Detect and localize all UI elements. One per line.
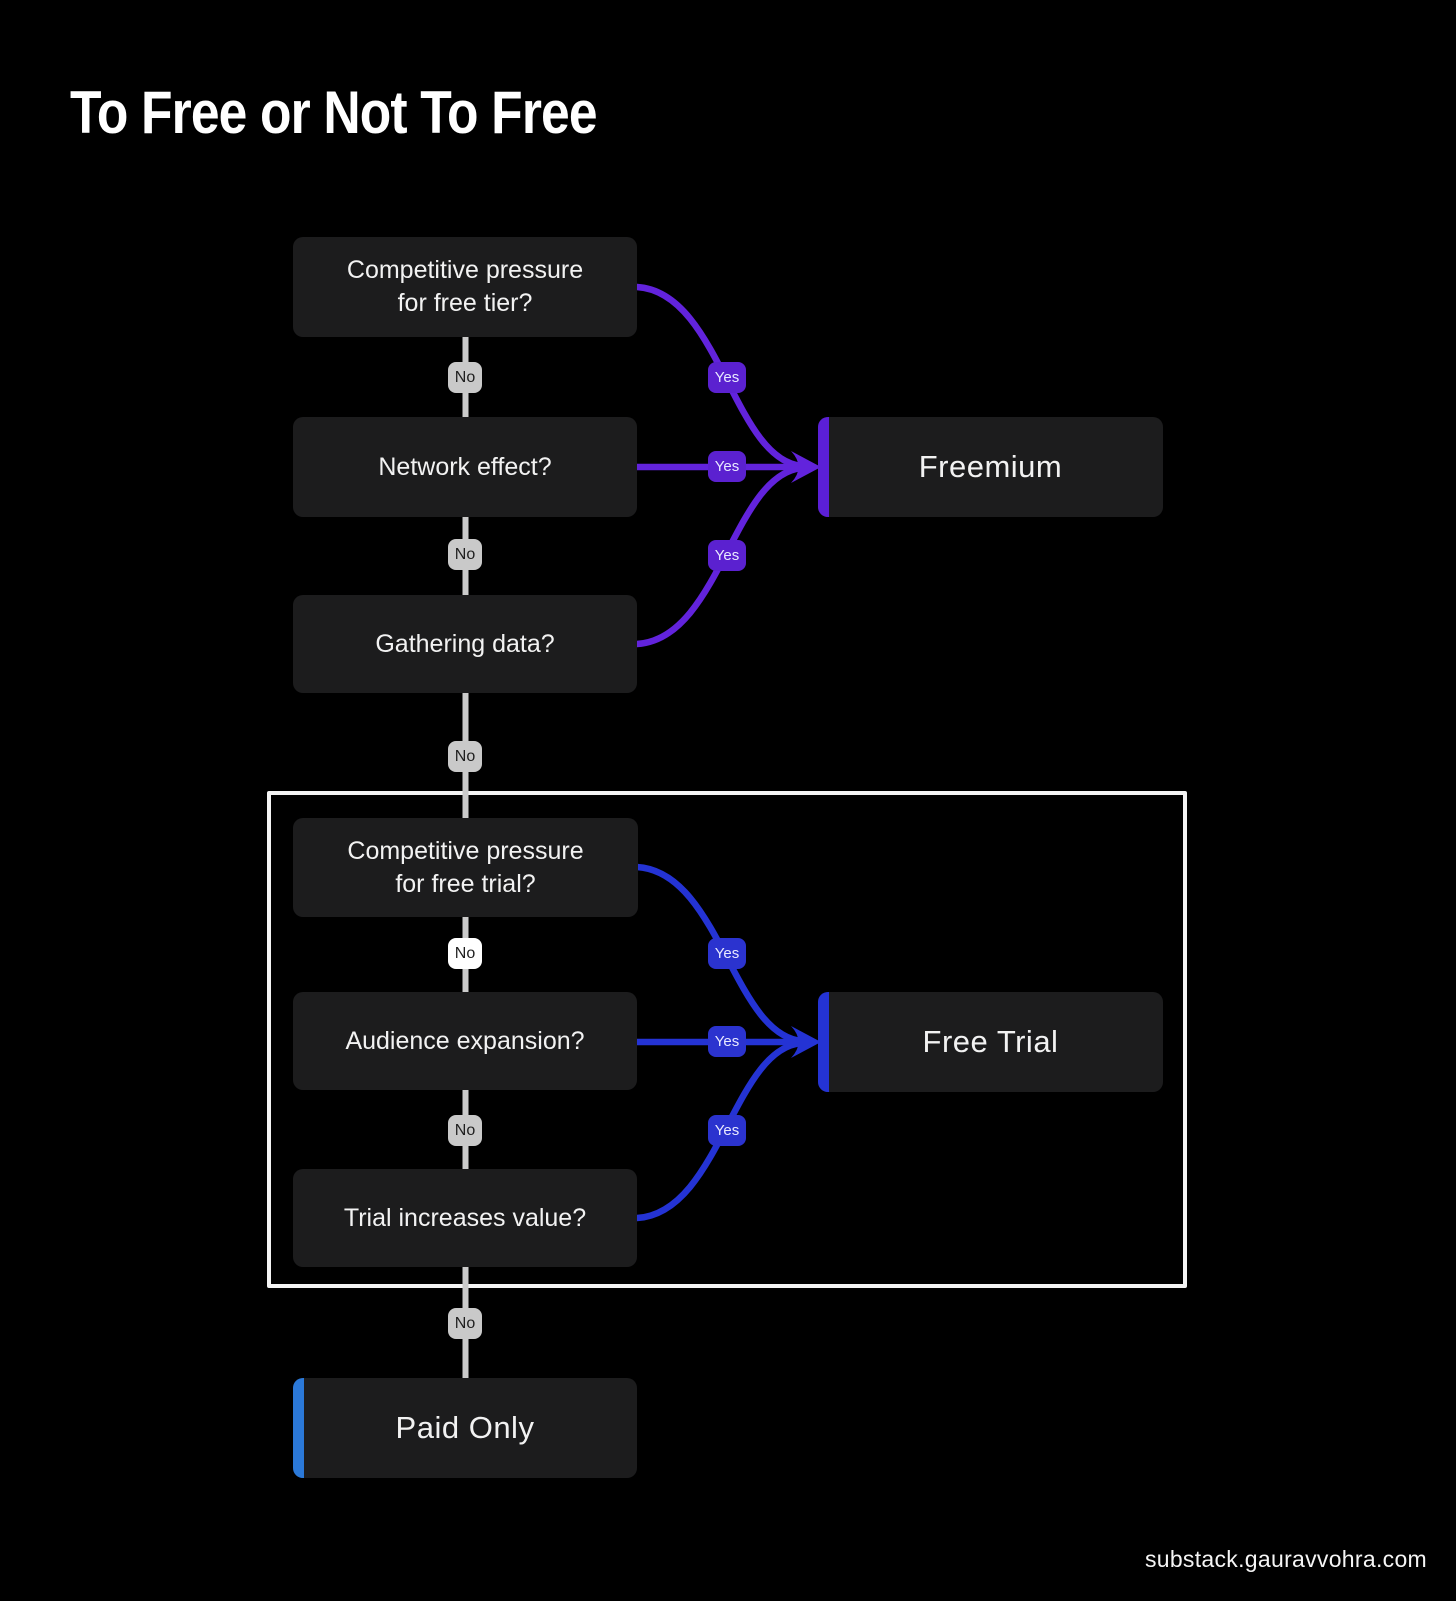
badge-label: No bbox=[454, 1314, 476, 1332]
free-trial-group-frame bbox=[267, 791, 1187, 1288]
node-label: Trial increases value? bbox=[343, 1203, 587, 1232]
badge-yes-trial-pressure: Yes bbox=[708, 938, 746, 969]
badge-no-6: No bbox=[448, 1308, 482, 1339]
badge-label: Yes bbox=[714, 1122, 740, 1139]
badge-label: Yes bbox=[714, 1033, 740, 1050]
node-question-network-effect: Network effect? bbox=[293, 417, 637, 517]
badge-no-4: No bbox=[448, 938, 482, 969]
node-label: Competitive pressure for free trial? bbox=[347, 836, 584, 898]
node-label: Freemium bbox=[918, 449, 1063, 484]
badge-no-5: No bbox=[448, 1115, 482, 1146]
free-trial-accent-bar bbox=[818, 992, 829, 1092]
node-question-free-tier: Competitive pressure for free tier? bbox=[293, 237, 637, 337]
badge-label: No bbox=[454, 944, 476, 962]
page-title: To Free or Not To Free bbox=[70, 79, 598, 146]
node-label: Paid Only bbox=[395, 1410, 535, 1445]
watermark-url: substack.gauravvohra.com bbox=[1144, 1546, 1427, 1572]
badge-label: No bbox=[454, 545, 476, 563]
node-question-audience-expansion: Audience expansion? bbox=[293, 992, 637, 1090]
badge-label: Yes bbox=[714, 945, 740, 962]
badge-label: Yes bbox=[714, 369, 740, 386]
badge-no-1: No bbox=[448, 362, 482, 393]
badge-no-3: No bbox=[448, 741, 482, 772]
badge-label: Yes bbox=[714, 458, 740, 475]
node-question-trial-value: Trial increases value? bbox=[293, 1169, 637, 1267]
node-outcome-free-trial: Free Trial bbox=[818, 992, 1163, 1092]
badge-label: No bbox=[454, 747, 476, 765]
badge-yes-gathering: Yes bbox=[708, 540, 746, 571]
node-label: Competitive pressure for free tier? bbox=[346, 256, 584, 317]
badge-label: No bbox=[454, 1121, 476, 1139]
node-outcome-paid-only: Paid Only bbox=[293, 1378, 637, 1478]
badge-no-2: No bbox=[448, 539, 482, 570]
node-question-gathering-data: Gathering data? bbox=[293, 595, 637, 693]
arrowhead-freemium-icon bbox=[791, 451, 821, 483]
badge-yes-audience: Yes bbox=[708, 1026, 746, 1057]
node-label: Audience expansion? bbox=[345, 1026, 585, 1055]
badge-label: No bbox=[454, 368, 476, 386]
paid-only-accent-bar bbox=[293, 1378, 304, 1478]
node-label: Network effect? bbox=[378, 452, 552, 481]
node-outcome-freemium: Freemium bbox=[818, 417, 1163, 517]
badge-label: Yes bbox=[714, 547, 740, 564]
badge-yes-trial-value: Yes bbox=[708, 1115, 746, 1146]
node-label: Gathering data? bbox=[375, 629, 555, 658]
freemium-accent-bar bbox=[818, 417, 829, 517]
badge-yes-free-tier: Yes bbox=[708, 362, 746, 393]
node-label: Free Trial bbox=[922, 1024, 1059, 1059]
badge-yes-network: Yes bbox=[708, 451, 746, 482]
node-question-free-trial-pressure: Competitive pressure for free trial? bbox=[293, 818, 638, 917]
